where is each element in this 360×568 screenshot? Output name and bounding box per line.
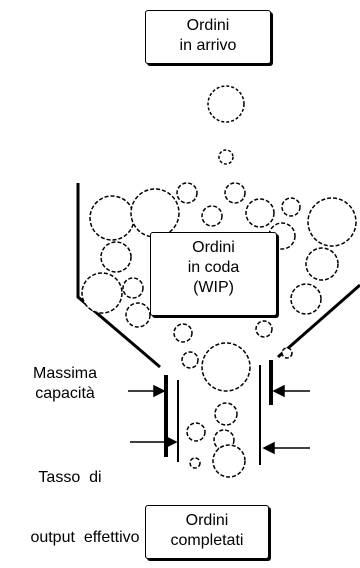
order-circle [125,302,151,328]
order-circle [224,182,246,204]
completed-orders-box: Ordini completati [145,505,269,559]
queued-orders-line1: Ordini [192,239,235,256]
max-capacity-label: Massima capacità [0,364,130,404]
queued-orders-line2: in coda [187,259,240,276]
order-circle [181,351,199,369]
incoming-orders-line2: in arrivo [179,37,237,54]
queued-orders-box: Ordini in coda (WIP) [150,232,277,316]
max-capacity-line2: capacità [35,385,95,402]
capacity-arrows [128,384,310,455]
order-circle [212,444,246,478]
funnel-left-wall [76,183,161,369]
order-circle [290,283,322,315]
order-circle [201,205,223,227]
funnel-walls [76,183,360,369]
completed-orders-line1: Ordini [185,512,229,529]
queued-orders-line3: (WIP) [193,279,234,296]
order-circle [201,342,251,392]
order-circle [218,149,234,165]
order-circle [307,197,357,247]
completed-orders-line2: completati [170,532,244,549]
order-circle [305,247,339,281]
order-circle [281,347,293,359]
output-rate-line2: output effettivo [30,529,140,546]
order-circle [245,198,275,228]
output-rate-label: Tasso di output effettivo [0,428,170,568]
order-circle [173,323,193,343]
order-circle [189,457,201,469]
order-circle [122,277,144,299]
arrow-right-icon [153,384,166,398]
output-rate-line1: Tasso di [38,469,102,486]
order-circle [207,85,245,123]
order-circle [214,402,238,426]
order-circle [89,195,135,241]
order-circle [100,241,132,273]
order-circle [130,188,180,238]
max-capacity-line1: Massima [32,365,97,382]
order-circle [186,422,206,442]
funnel-right-wall [277,283,360,359]
order-circle [281,197,301,217]
incoming-orders-line1: Ordini [186,17,230,34]
order-circle [176,182,198,204]
incoming-orders-box: Ordini in arrivo [145,10,271,64]
incoming-order-circles [207,85,245,165]
arrow-right-icon [165,435,178,449]
order-circle [255,320,273,338]
arrow-left-icon [262,441,275,455]
queued-order-circles [81,182,357,478]
order-circle [81,272,123,314]
arrow-left-icon [272,384,285,398]
